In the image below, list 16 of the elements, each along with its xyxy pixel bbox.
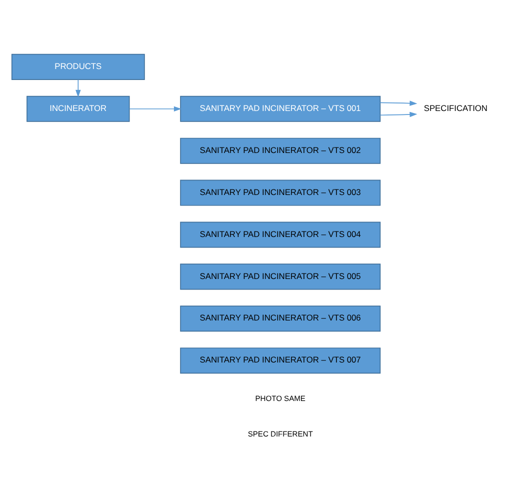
node-box: SANITARY PAD INCINERATOR – VTS 006 — [180, 305, 381, 332]
arrow — [76, 78, 81, 97]
node-box: PRODUCTS — [11, 53, 145, 80]
node-text: SPECIFICATION — [424, 102, 488, 112]
label: SPEC DIFFERENT — [248, 428, 313, 438]
node-box: SANITARY PAD INCINERATOR – VTS 001 — [180, 95, 381, 122]
node-box: SANITARY PAD INCINERATOR – VTS 005 — [180, 263, 381, 290]
arrow — [380, 100, 418, 106]
arrow — [380, 111, 418, 117]
node-box: SANITARY PAD INCINERATOR – VTS 002 — [180, 137, 381, 164]
label: PHOTO SAME — [255, 394, 306, 403]
arrow — [128, 106, 182, 112]
node-box: SANITARY PAD INCINERATOR – VTS 003 — [180, 179, 381, 206]
node-box: SANITARY PAD INCINERATOR – VTS 007 — [180, 347, 381, 374]
node-box: SANITARY PAD INCINERATOR – VTS 004 — [180, 221, 381, 248]
node-box: INCINERATOR — [26, 95, 130, 122]
